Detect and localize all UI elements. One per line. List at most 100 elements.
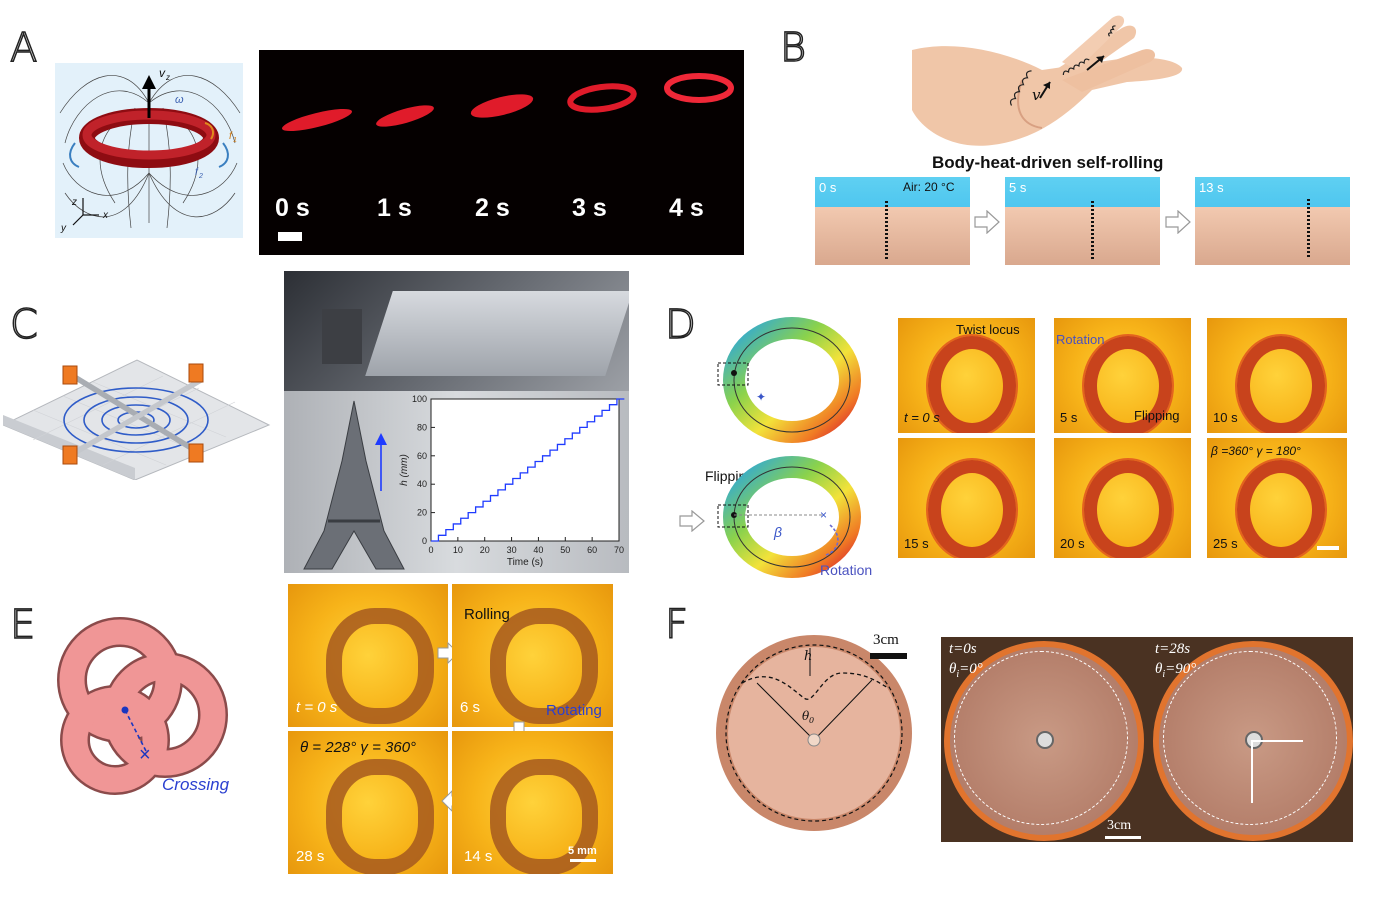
scale-label: 3cm: [1107, 818, 1132, 833]
frame-note: Rotation: [1056, 332, 1105, 347]
mobius-top-svg: ✦: [717, 317, 861, 443]
panel-label-e: E: [9, 602, 36, 648]
trefoil-svg: ×: [57, 617, 228, 795]
knot-frame: Rolling Rotating 6 s: [452, 584, 613, 727]
time-label: t = 0 s: [296, 699, 338, 716]
knot: [326, 759, 434, 874]
f2-sub: 2: [198, 173, 203, 180]
rolling-strip: [1091, 201, 1094, 259]
mobius-bottom-svg: × β: [717, 456, 861, 578]
theta0-sub: 0: [809, 716, 814, 725]
crossing-label: Crossing: [162, 775, 230, 794]
time-label: 6 s: [460, 699, 481, 716]
arrow-right-icon: [1164, 209, 1192, 235]
twist-frame: β =360° γ = 180° 25 s: [1207, 438, 1347, 558]
cross-mark: ×: [820, 508, 827, 522]
frame-note: β =360° γ = 180°: [1211, 444, 1301, 458]
clamp: [322, 309, 362, 364]
knot-frame: t = 0 s: [288, 584, 448, 727]
air-temp-label: Air: 20 °C: [903, 180, 955, 194]
time-label: 2 s: [475, 194, 510, 222]
frame-note: θ = 228° γ = 360°: [300, 739, 417, 756]
time-label: 13 s: [1199, 180, 1224, 195]
omega-label: ω: [175, 94, 184, 106]
wrist-skin: [1005, 207, 1160, 265]
vz-sub: z: [165, 73, 170, 82]
panel-label-d: D: [664, 302, 696, 348]
time-label: 15 s: [904, 536, 929, 551]
trefoil-knot-diagram: ×: [35, 605, 250, 800]
angle-sub: i: [1162, 669, 1166, 680]
x-tick-label: 30: [507, 545, 517, 555]
angle-value: =0°: [959, 661, 983, 677]
y-tick-label: 40: [417, 479, 427, 489]
scale-label: 5 mm: [568, 845, 597, 857]
circular-track-svg: h θ 0: [716, 635, 912, 831]
frame-note: Twist locus: [956, 322, 1020, 337]
platform-svg: [3, 359, 271, 480]
time-label: 10 s: [1213, 410, 1238, 425]
panel-label-c: C: [9, 302, 38, 348]
series-line: [431, 398, 625, 542]
panel-label-f: F: [664, 602, 689, 648]
theta0-label: θ: [802, 709, 810, 723]
f2-label: f: [195, 167, 199, 178]
time-label: 28 s: [296, 848, 325, 865]
time-label: t=28s: [1155, 641, 1191, 657]
angle-value: =90°: [1165, 661, 1197, 677]
twist-frame: Twist locus t = 0 s: [898, 318, 1035, 433]
knot: [326, 608, 434, 724]
self-rolling-caption: Body-heat-driven self-rolling: [932, 153, 1164, 172]
x-tick-label: 0: [428, 545, 433, 555]
eiffel-tower-icon: [303, 400, 405, 570]
scale-bar: [278, 232, 302, 241]
plot-area: [430, 398, 620, 542]
h-label: h: [804, 649, 812, 664]
mobius-diagram-top: ✦: [712, 315, 862, 445]
twist-frame: Rotation Flipping 5 s: [1054, 318, 1191, 433]
axis-z: z: [71, 197, 77, 208]
wrist-frame-3: 13 s: [1195, 177, 1350, 265]
ring: [1237, 336, 1325, 433]
rolling-strip: [1307, 199, 1310, 259]
twist-frame: 15 s: [898, 438, 1035, 558]
circular-track-photo: h θ 0: [712, 628, 917, 833]
crossing-mark: ×: [139, 744, 151, 766]
ring-rolling-photo: 0 s 1 s 2 s 3 s 4 s: [259, 50, 744, 255]
scale-bar: [570, 859, 596, 862]
rotating-label: Rotating: [546, 702, 602, 719]
panel-label-a: A: [9, 25, 38, 71]
time-label: 25 s: [1213, 536, 1238, 551]
x-tick-label: 40: [533, 545, 543, 555]
time-label: 14 s: [464, 848, 493, 865]
arrow-right-icon: [678, 509, 706, 533]
scale-label: 3cm: [873, 632, 899, 648]
x-tick-label: 10: [453, 545, 463, 555]
hand-svg: v: [912, 15, 1183, 146]
time-label: 5 s: [1060, 410, 1078, 425]
knot-frame: 14 s 5 mm: [452, 731, 613, 874]
time-label: t=0s: [949, 641, 977, 657]
wrist-frame-1: 0 s Air: 20 °C: [815, 177, 970, 265]
x-axis-label: Time (s): [507, 557, 543, 568]
frame-note-2: Flipping: [1134, 408, 1180, 423]
up-arrow-head: [375, 433, 387, 445]
x-tick-label: 70: [614, 545, 624, 555]
track-photo-t0: t=0s θi=0°: [941, 637, 1147, 842]
axis-y: y: [60, 223, 67, 234]
wrist-frame-2: 5 s: [1005, 177, 1160, 265]
dashed-circle: [1163, 651, 1337, 825]
angle-line-horizontal: [1251, 740, 1303, 742]
rotation-label: Rotation: [820, 562, 873, 578]
beta-label: β: [773, 524, 782, 540]
ring: [1084, 460, 1172, 558]
angle-line-vertical: [1251, 741, 1253, 803]
ring: [1237, 460, 1325, 558]
hand-illustration: v: [912, 10, 1197, 150]
rolling-strip: [885, 201, 888, 259]
axis-x: x: [102, 210, 109, 221]
dashed-circle: [954, 651, 1128, 825]
velocity-label: v: [1032, 86, 1041, 104]
